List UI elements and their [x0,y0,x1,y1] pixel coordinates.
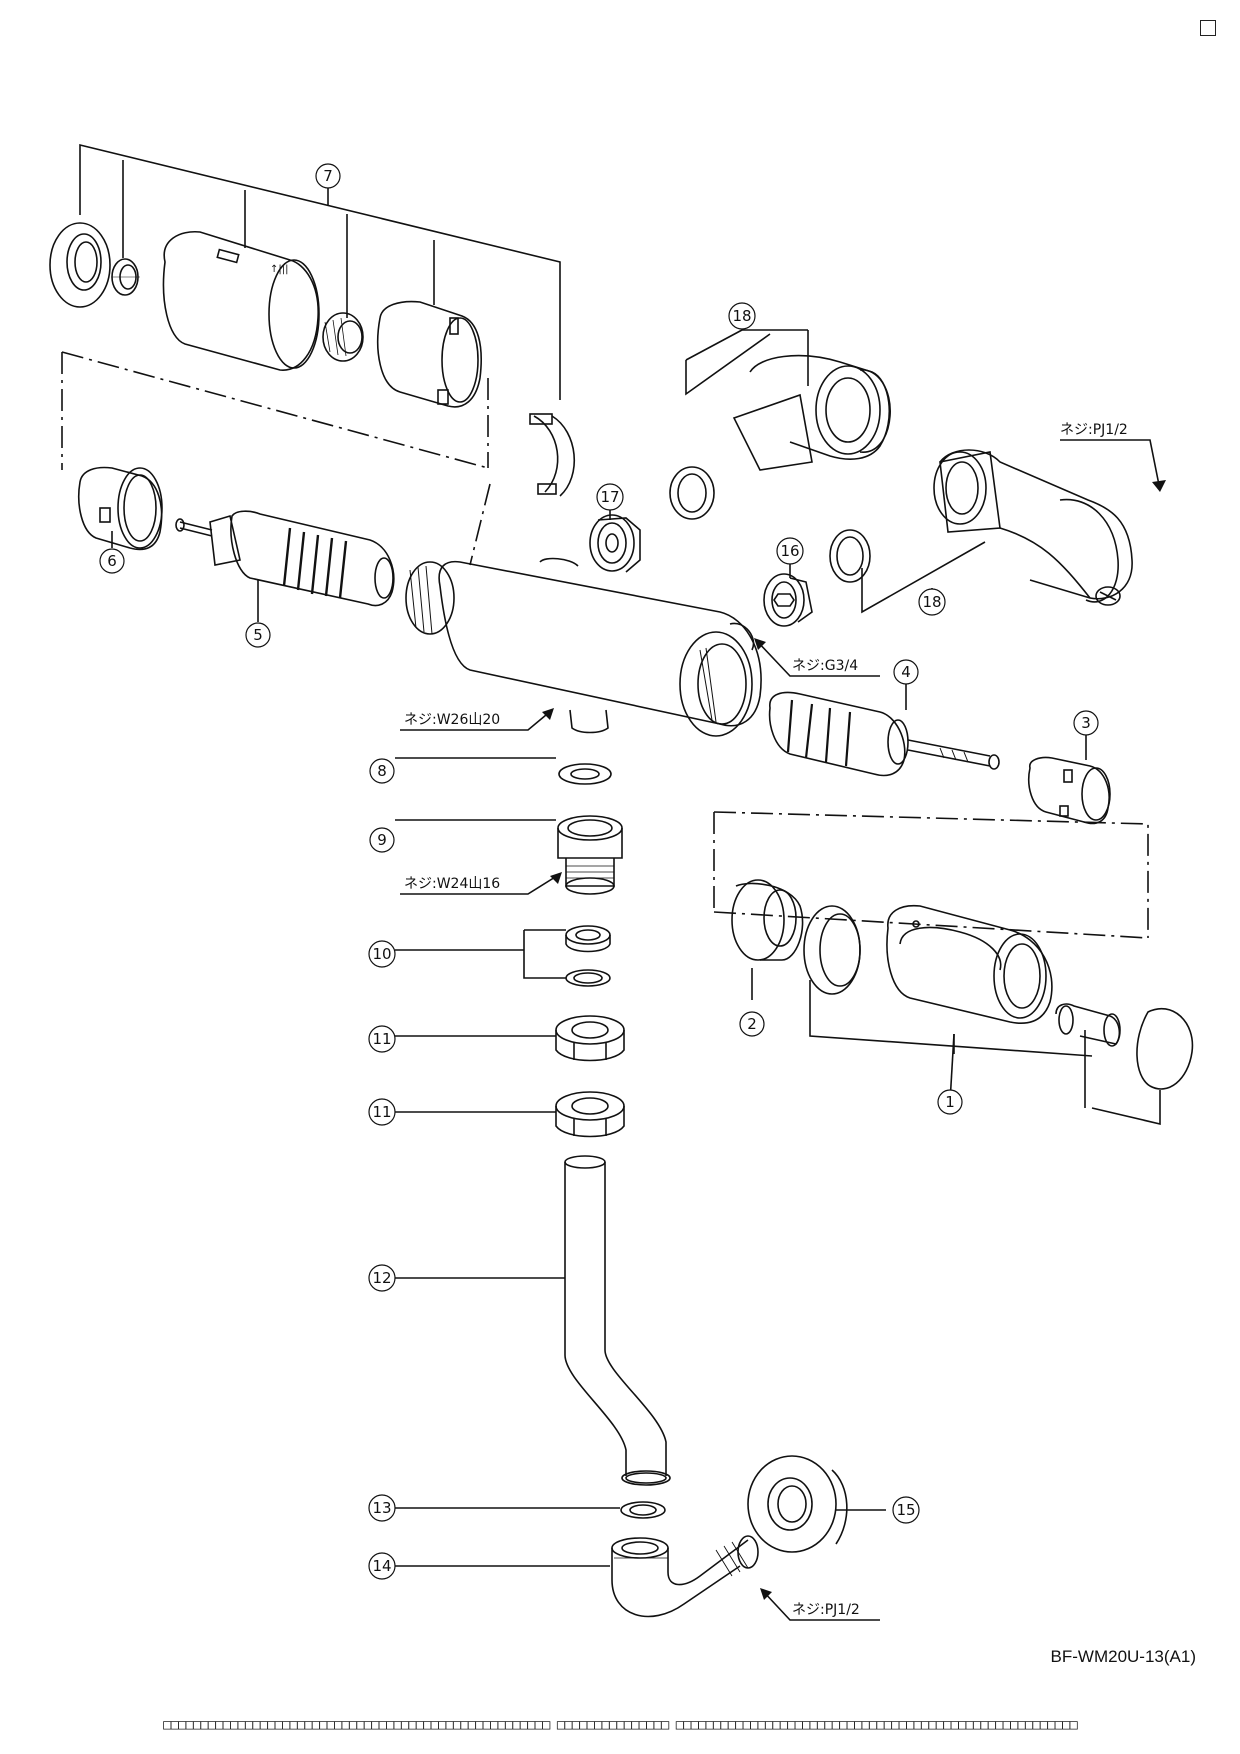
svg-text:9: 9 [377,831,387,849]
document-code: BF-WM20U-13(A1) [1050,1647,1196,1666]
callout-12: 12 [368,1264,396,1292]
part-6-cap [77,466,163,551]
svg-text:12: 12 [372,1269,391,1287]
part-11-nut-a [555,1015,625,1062]
corner-checkbox-mark [1200,20,1216,36]
svg-text:14: 14 [372,1557,391,1575]
thread-label-w26: ネジ:W26山20 [404,712,500,728]
part-14-elbow [611,1535,759,1618]
part-10-sleeve [565,925,611,987]
callout-2: 2 [739,1011,765,1037]
svg-text:5: 5 [253,626,263,644]
part-8-washer [558,763,612,785]
svg-text:8: 8 [377,762,387,780]
callout-10: 10 [368,940,396,968]
part-7-small-ring [111,258,140,296]
callout-5: 5 [245,622,271,648]
svg-text:↑|||: ↑||| [270,264,289,275]
part-15-escutcheon [747,1455,848,1553]
callout-3: 3 [1073,710,1099,736]
svg-text:1: 1 [945,1093,955,1111]
svg-text:11: 11 [372,1103,391,1121]
group-7-leader-lines [79,143,561,400]
callout-9: 9 [369,827,395,853]
part-12-pipe [564,1155,671,1486]
svg-text:16: 16 [780,542,799,560]
callout-18-upper: 18 [728,302,756,330]
part-2-ring [731,879,804,961]
svg-text:6: 6 [107,552,117,570]
callout-11-b: 11 [368,1098,396,1126]
assembly-outline-right [713,811,1149,939]
svg-text:11: 11 [372,1030,391,1048]
callout-4: 4 [893,659,919,685]
callout-14: 14 [368,1552,396,1580]
svg-text:2: 2 [747,1015,757,1033]
part-7-slotted-sleeve [377,300,482,408]
leader-lines [111,329,1087,1567]
part-18-upper-elbow [669,330,891,520]
part-7-escutcheon [49,222,111,308]
callout-15: 15 [892,1496,920,1524]
svg-text:15: 15 [896,1501,915,1519]
part-3-adapter [1028,756,1111,825]
svg-text:18: 18 [732,307,751,325]
part-4-cartridge [768,691,1000,777]
callout-markers: 7 18 17 16 6 5 18 4 3 8 9 10 2 11 1 11 1… [99,163,1099,1580]
svg-text:18: 18 [922,593,941,611]
part-7-clip [529,413,576,497]
part-18-right-elbow [829,449,1133,614]
svg-text:7: 7 [323,167,333,185]
thread-labels: ネジ:PJ1/2 ネジ:G3/4 ネジ:W26山20 ネジ:W24山16 ネジ:… [404,422,1128,1618]
svg-text:17: 17 [600,488,619,506]
svg-text:10: 10 [372,945,391,963]
footer-text: □□□□□□□□□□□□□□□□□□□□□□□□□□□□□□□□□□□□□□□□… [163,1717,1078,1733]
arrow-heads [542,480,1166,1600]
thread-label-w24: ネジ:W24山16 [404,876,500,892]
callout-17: 17 [596,483,624,511]
footer-note: □□□□□□□□□□□□□□□□□□□□□□□□□□□□□□□□□□□□□□□□… [52,1714,1188,1736]
callout-1: 1 [937,1089,963,1115]
callout-7: 7 [315,163,341,189]
callout-8: 8 [369,758,395,784]
part-1-handle-assembly [803,904,1194,1126]
part-9-union-nut [557,815,623,895]
part-7-knurled-ring [322,312,364,362]
main-body [405,557,762,737]
callout-18-right: 18 [918,588,946,616]
part-13-washer [620,1501,666,1519]
callout-13: 13 [368,1494,396,1522]
svg-text:3: 3 [1081,714,1091,732]
callout-16: 16 [776,537,804,565]
part-17-valve [589,514,641,573]
thread-label-pj-bottom: ネジ:PJ1/2 [792,1602,860,1618]
callout-11-a: 11 [368,1025,396,1053]
thread-label-pj-top: ネジ:PJ1/2 [1060,422,1128,438]
part-5-cartridge [175,510,395,607]
assembly-outline-left [61,351,491,566]
part-7-handle-cover: ↑||| [162,230,320,371]
callout-6: 6 [99,548,125,574]
part-11-nut-b [555,1091,625,1138]
thread-label-pointers [400,439,1161,1621]
svg-text:4: 4 [901,663,911,681]
svg-text:13: 13 [372,1499,391,1517]
part-16-valve [763,573,813,627]
thread-label-g34: ネジ:G3/4 [792,658,858,674]
